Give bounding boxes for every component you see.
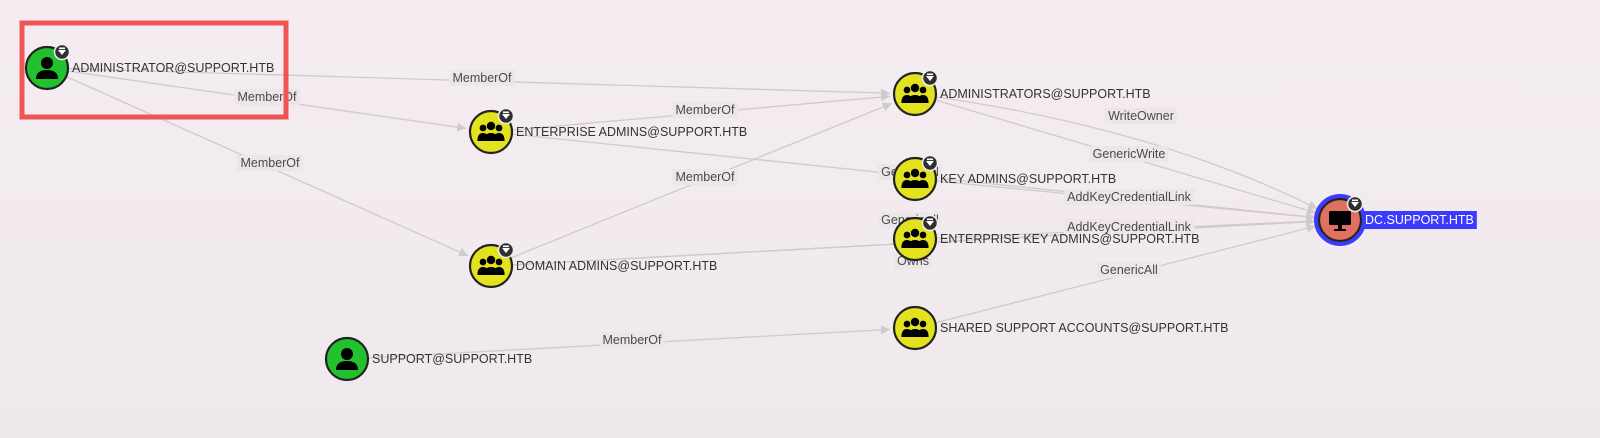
user-icon bbox=[36, 57, 58, 79]
edge-label-text: MemberOf bbox=[240, 156, 300, 170]
edge-label[interactable]: AddKeyCredentialLink bbox=[1064, 189, 1195, 205]
edge-label[interactable]: MemberOf bbox=[237, 155, 304, 171]
nodes-layer: ADMINISTRATOR@SUPPORT.HTB ADMINISTRATORS@… bbox=[24, 43, 1477, 382]
node-label-selected-background bbox=[1362, 211, 1477, 229]
edge-label-background bbox=[1064, 219, 1195, 235]
node-badge-icon bbox=[497, 107, 515, 125]
edge-label[interactable]: MemberOf bbox=[599, 332, 666, 348]
group-icon bbox=[901, 168, 929, 188]
node-shared[interactable]: SHARED SUPPORT ACCOUNTS@SUPPORT.HTB bbox=[892, 305, 1228, 351]
edge-label-text: MemberOf bbox=[675, 170, 735, 184]
node-badge-icon bbox=[921, 69, 939, 87]
node-entkey[interactable]: ENTERPRISE KEY ADMINS@SUPPORT.HTB bbox=[892, 214, 1200, 262]
node-support[interactable]: SUPPORT@SUPPORT.HTB bbox=[324, 336, 532, 382]
node-admin[interactable]: ADMINISTRATOR@SUPPORT.HTB bbox=[24, 43, 274, 91]
edge-label-background bbox=[1105, 108, 1177, 124]
edge-label-text: MemberOf bbox=[452, 71, 512, 85]
edge-label-background bbox=[1097, 262, 1161, 278]
edge-label-text: GenericAll bbox=[1100, 263, 1158, 277]
edge-label-background bbox=[599, 332, 666, 348]
edge-label-background bbox=[672, 102, 739, 118]
edge-label[interactable]: MemberOf bbox=[672, 169, 739, 185]
group-icon bbox=[477, 255, 505, 275]
node-label: ENTERPRISE KEY ADMINS@SUPPORT.HTB bbox=[940, 232, 1200, 246]
group-icon bbox=[901, 317, 929, 337]
node-label: ADMINISTRATORS@SUPPORT.HTB bbox=[940, 87, 1151, 101]
edge-label-text: MemberOf bbox=[675, 103, 735, 117]
node-dc[interactable]: DC.SUPPORT.HTB bbox=[1314, 194, 1477, 246]
node-ent[interactable]: ENTERPRISE ADMINS@SUPPORT.HTB bbox=[468, 107, 747, 155]
edge-admins-dc[interactable] bbox=[914, 93, 1318, 210]
edge-label-background bbox=[1064, 189, 1195, 205]
edge-label[interactable]: AddKeyCredentialLink bbox=[1064, 219, 1195, 235]
node-key[interactable]: KEY ADMINS@SUPPORT.HTB bbox=[892, 154, 1116, 202]
edge-label[interactable]: WriteOwner bbox=[1105, 108, 1177, 124]
node-badge-icon bbox=[921, 154, 939, 172]
user-icon bbox=[336, 348, 358, 370]
node-badge-icon bbox=[1346, 195, 1364, 213]
edge-label-background bbox=[237, 155, 304, 171]
node-label: ENTERPRISE ADMINS@SUPPORT.HTB bbox=[516, 125, 747, 139]
highlight-box bbox=[19, 20, 289, 120]
node-label: DOMAIN ADMINS@SUPPORT.HTB bbox=[516, 259, 717, 273]
group-icon bbox=[477, 121, 505, 141]
node-admins[interactable]: ADMINISTRATORS@SUPPORT.HTB bbox=[892, 69, 1151, 117]
node-circle[interactable] bbox=[892, 305, 938, 351]
edge-label-text: AddKeyCredentialLink bbox=[1067, 220, 1191, 234]
node-badge-icon bbox=[921, 214, 939, 232]
edge-label-text: MemberOf bbox=[602, 333, 662, 347]
edge-label-text: AddKeyCredentialLink bbox=[1067, 190, 1191, 204]
edge-label-text: MemberOf bbox=[237, 90, 297, 104]
node-domadm[interactable]: DOMAIN ADMINS@SUPPORT.HTB bbox=[468, 241, 717, 289]
node-label: SHARED SUPPORT ACCOUNTS@SUPPORT.HTB bbox=[940, 321, 1228, 335]
edge-label[interactable]: MemberOf bbox=[234, 89, 301, 105]
node-label: ADMINISTRATOR@SUPPORT.HTB bbox=[72, 61, 274, 75]
node-label: KEY ADMINS@SUPPORT.HTB bbox=[940, 172, 1116, 186]
edge-label-text: WriteOwner bbox=[1108, 109, 1174, 123]
group-icon bbox=[901, 83, 929, 103]
node-label: DC.SUPPORT.HTB bbox=[1365, 213, 1474, 227]
edge-label-text: GenericWrite bbox=[1093, 147, 1166, 161]
edge-label-background bbox=[449, 70, 516, 86]
edge-label-background bbox=[672, 169, 739, 185]
edge-labels-layer: MemberOfMemberOfMemberOfMemberOfMemberOf… bbox=[234, 70, 1195, 348]
edge-label[interactable]: GenericWrite bbox=[1089, 146, 1169, 162]
edge-label[interactable]: MemberOf bbox=[449, 70, 516, 86]
node-label: SUPPORT@SUPPORT.HTB bbox=[372, 352, 532, 366]
node-badge-icon bbox=[53, 43, 71, 61]
edge-label[interactable]: MemberOf bbox=[672, 102, 739, 118]
node-badge-icon bbox=[497, 241, 515, 259]
edge-label[interactable]: GenericAll bbox=[1097, 262, 1161, 278]
edge-label-background bbox=[1089, 146, 1169, 162]
group-icon bbox=[901, 228, 929, 248]
computer-icon bbox=[1329, 211, 1351, 231]
